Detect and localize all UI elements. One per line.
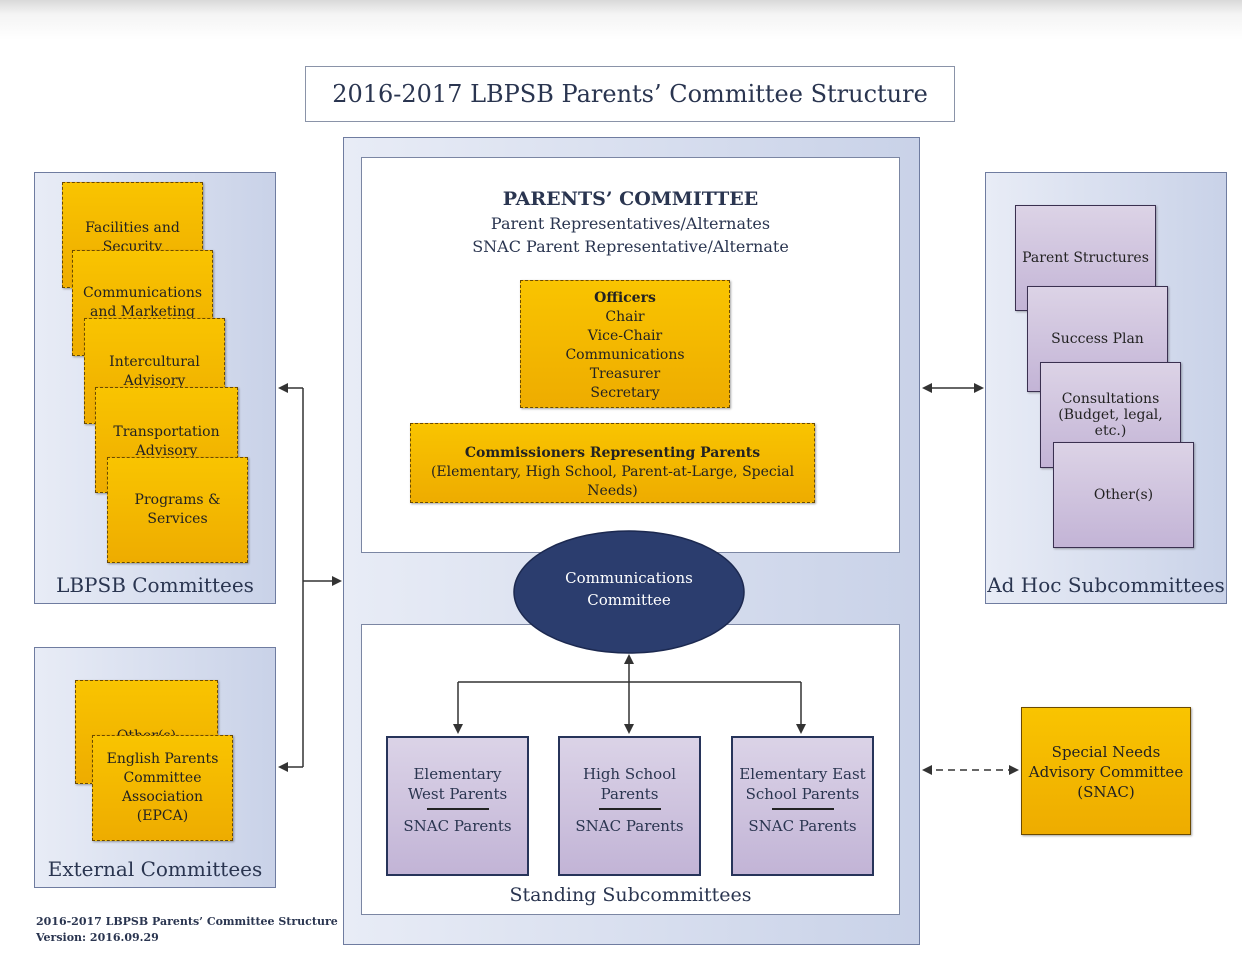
officer-role: Secretary — [590, 385, 660, 401]
card-line1: English Parents — [106, 751, 219, 767]
card-line1: Elementary East — [739, 765, 866, 783]
card-line2: (Budget, legal, etc.) — [1058, 407, 1163, 439]
adhoc-subcommittees-label: Ad Hoc Subcommittees — [987, 573, 1225, 597]
elementary-east-card: Elementary East School Parents SNAC Pare… — [731, 736, 874, 876]
card-line2: Committee — [123, 770, 202, 786]
card-snac: SNAC Parents — [575, 817, 684, 835]
card-snac: SNAC Parents — [748, 817, 857, 835]
commissioners-detail: (Elementary, High School, Parent-at-Larg… — [430, 464, 795, 499]
card-line2: School Parents — [745, 785, 860, 803]
officer-role: Chair — [605, 309, 645, 325]
parents-committee-line2: SNAC Parent Representative/Alternate — [472, 237, 789, 256]
card-snac: SNAC Parents — [403, 817, 512, 835]
card-separator — [598, 808, 661, 810]
card-line1: Communications — [82, 285, 203, 301]
card-line1: Facilities and — [85, 220, 180, 236]
communications-committee-line1: Communications — [565, 569, 693, 587]
officers-box: Officers Chair Vice-Chair Communications… — [520, 280, 730, 408]
card-line1: Programs & — [134, 492, 221, 508]
footer-version: Version: 2016.09.29 — [36, 931, 159, 944]
commissioners-heading: Commissioners Representing Parents — [464, 445, 761, 461]
card-line2: Parents — [600, 785, 659, 803]
parents-committee-heading: PARENTS’ COMMITTEE — [502, 188, 759, 210]
card-line2: West Parents — [407, 785, 508, 803]
footer-title: 2016-2017 LBPSB Parents’ Committee Struc… — [36, 915, 338, 928]
lbpsb-committees-label: LBPSB Committees — [56, 573, 254, 597]
high-school-card: High School Parents SNAC Parents — [558, 736, 701, 876]
parents-committee-line1: Parent Representatives/Alternates — [490, 214, 771, 233]
lbpsb-committee-card: Programs & Services — [107, 457, 248, 563]
card-line2: Advisory — [135, 443, 198, 459]
epca-card: English Parents Committee Association (E… — [92, 735, 233, 841]
card-line4: (EPCA) — [136, 808, 189, 824]
card-line1: Intercultural — [109, 354, 200, 370]
card-line2: Services — [147, 511, 208, 527]
diagram-title: 2016-2017 LBPSB Parents’ Committee Struc… — [305, 66, 955, 122]
officer-role: Treasurer — [589, 366, 661, 382]
card-line1: Elementary — [413, 765, 502, 783]
communications-committee-ellipse — [513, 530, 745, 654]
snac-line1: Special Needs — [1051, 743, 1161, 761]
snac-line3: (SNAC) — [1077, 783, 1135, 801]
standing-subcommittees-label: Standing Subcommittees — [509, 884, 752, 906]
card-line1: Parent Structures — [1022, 250, 1149, 266]
snac-line2: Advisory Committee — [1028, 763, 1184, 781]
card-line1: Other(s) — [1093, 487, 1154, 503]
commissioners-box: Commissioners Representing Parents (Elem… — [410, 423, 815, 503]
external-committees-label: External Committees — [47, 857, 263, 881]
adhoc-card: Other(s) — [1053, 442, 1194, 548]
communications-committee-line2: Committee — [587, 591, 671, 609]
officers-heading: Officers — [594, 290, 656, 306]
card-line1: High School — [582, 765, 677, 783]
elementary-west-card: Elementary West Parents SNAC Parents — [386, 736, 529, 876]
officer-role: Vice-Chair — [587, 328, 663, 344]
card-separator — [426, 808, 489, 810]
card-line1: Transportation — [113, 424, 220, 440]
card-line1: Success Plan — [1051, 331, 1144, 347]
card-line3: Association — [121, 789, 204, 805]
footer: 2016-2017 LBPSB Parents’ Committee Struc… — [36, 914, 338, 946]
card-line2: Advisory — [123, 373, 186, 389]
card-line1: Consultations — [1061, 391, 1160, 407]
officer-role: Communications — [565, 347, 685, 363]
snac-box: Special Needs Advisory Committee (SNAC) — [1021, 707, 1191, 835]
card-separator — [771, 808, 834, 810]
card-line2: and Marketing — [90, 304, 195, 320]
